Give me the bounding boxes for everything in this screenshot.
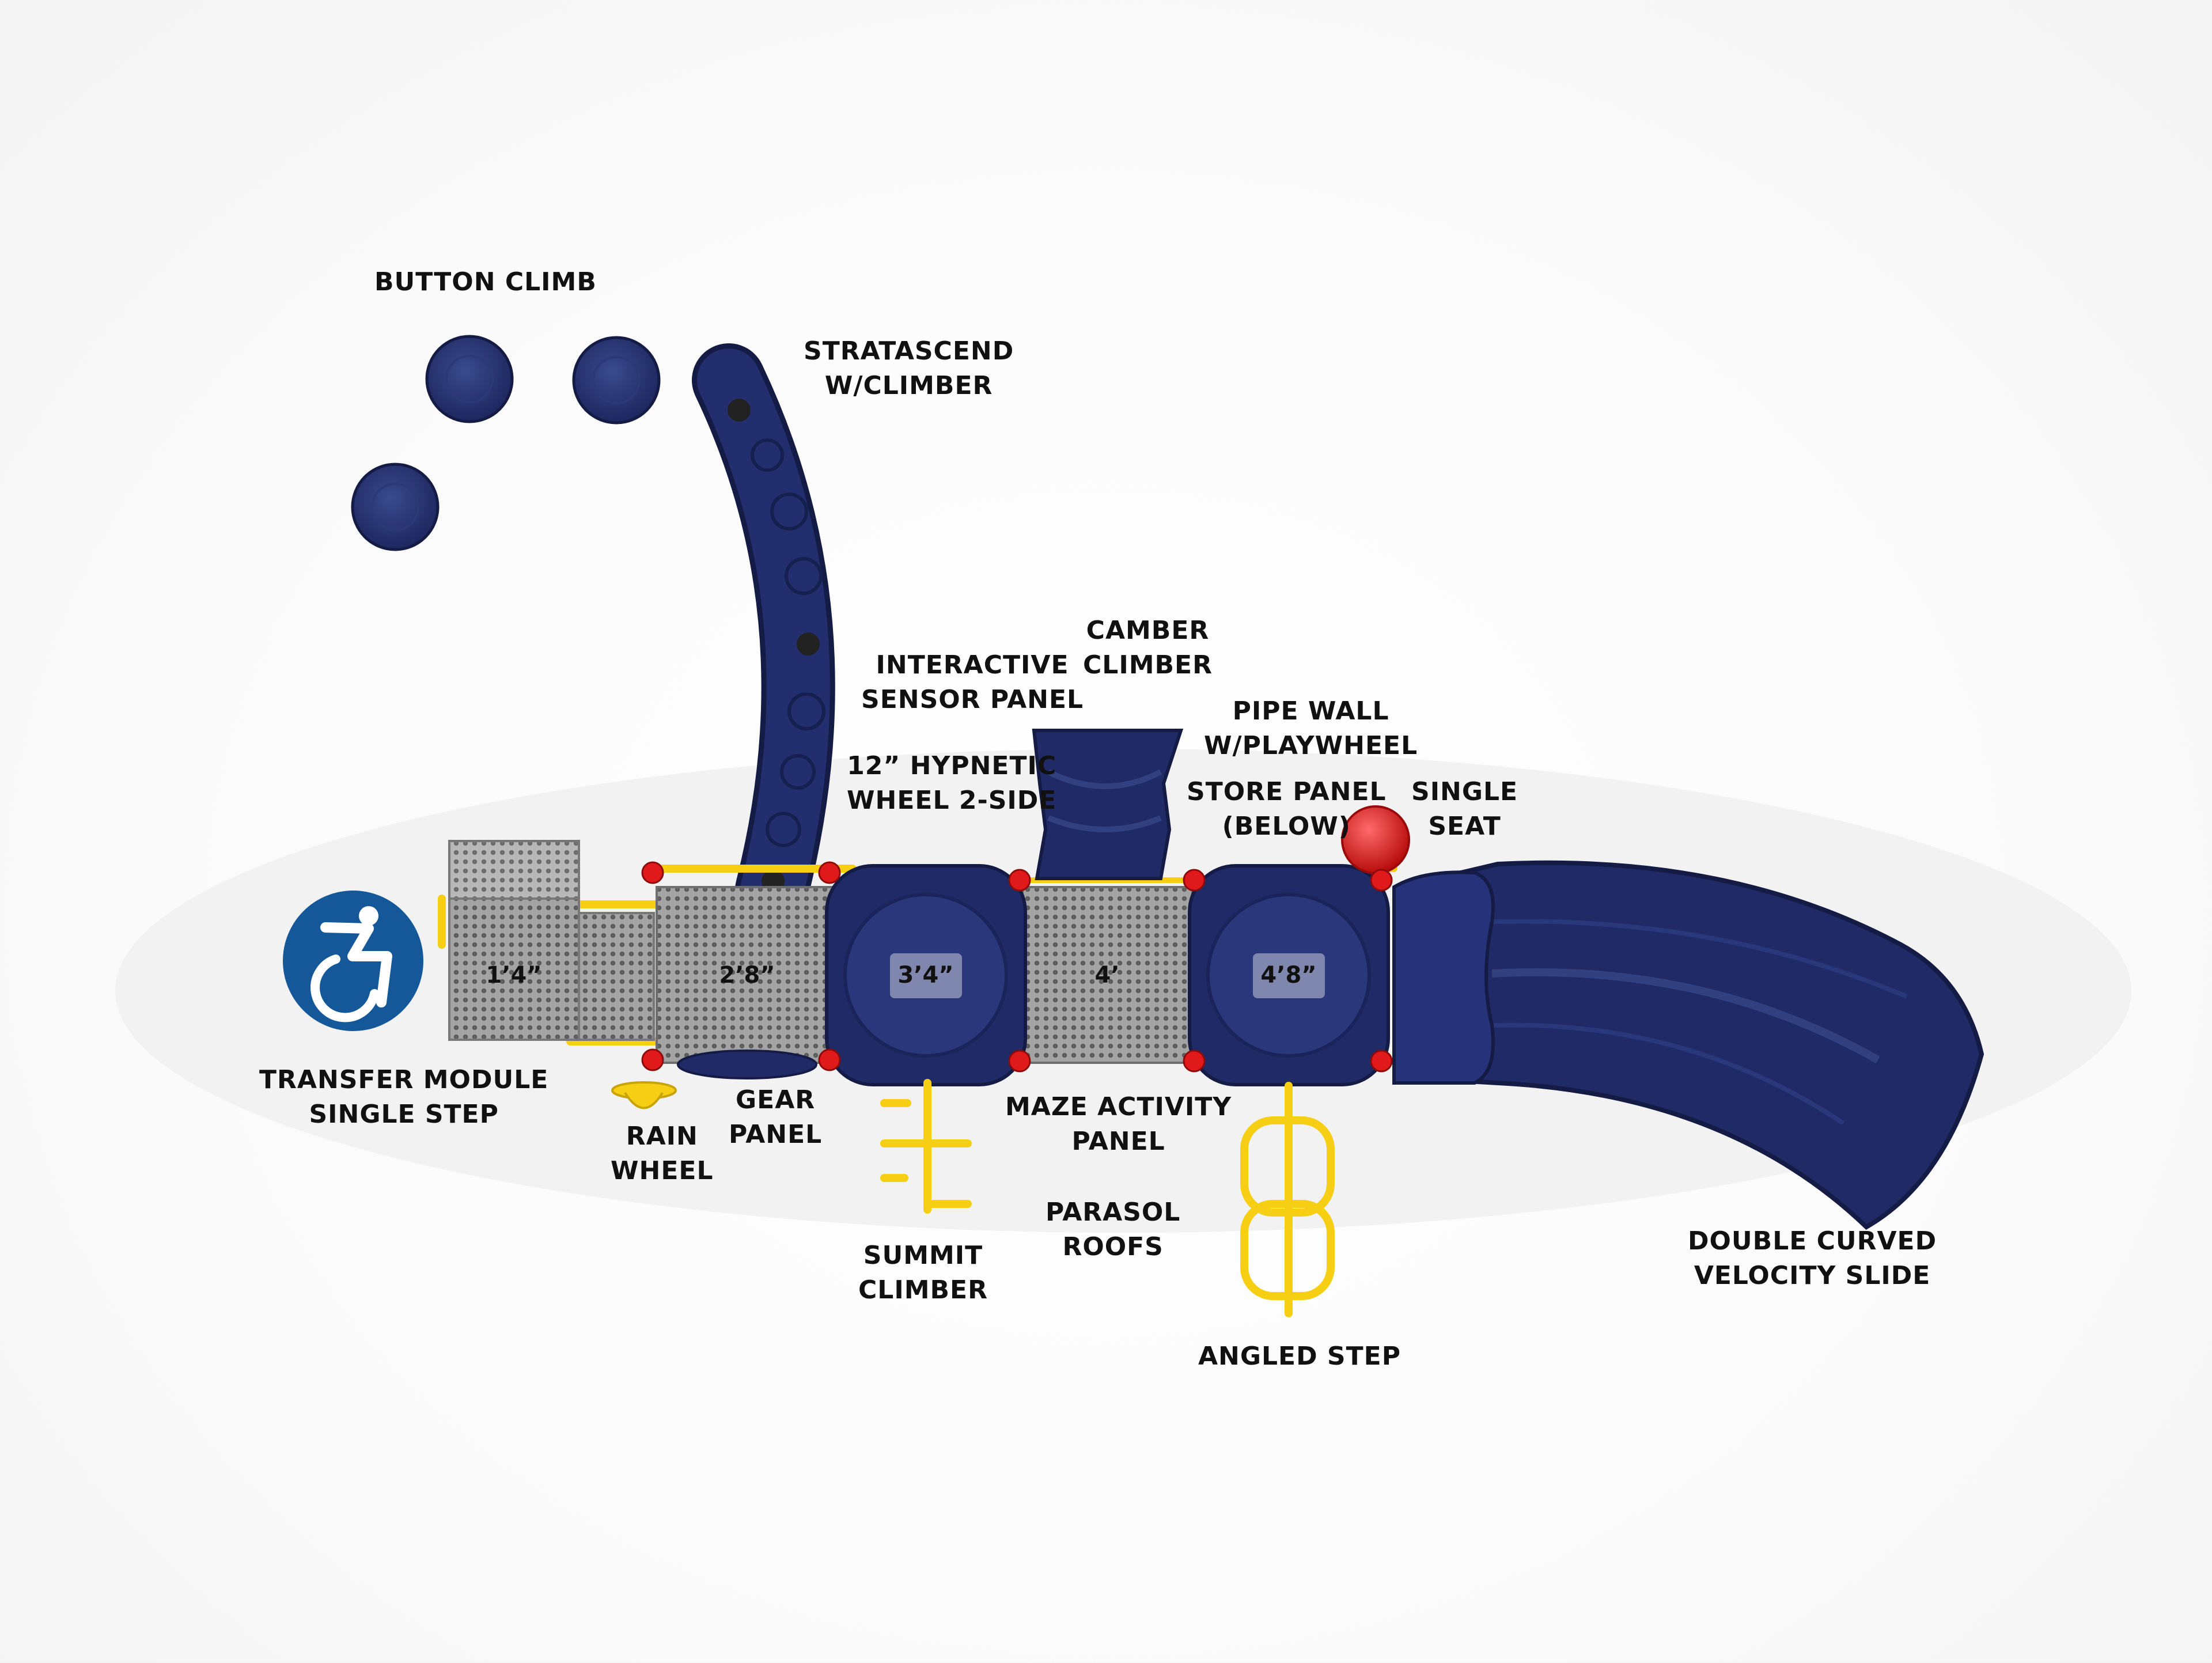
- label-line: DOUBLE CURVED: [1688, 1226, 1937, 1256]
- angled-step-label: ANGLED STEP: [1198, 1339, 1401, 1374]
- maze-activity-panel-label: MAZE ACTIVITY PANEL: [1005, 1090, 1232, 1159]
- parasol-roof-3-4: [825, 864, 1027, 1086]
- deck-height-label: 3’4”: [897, 962, 953, 988]
- rain-wheel: [611, 1081, 677, 1109]
- red-clamps: [641, 861, 1393, 1073]
- label-line: ANGLED STEP: [1198, 1342, 1401, 1371]
- store-panel-label: STORE PANEL (BELOW): [1187, 775, 1387, 844]
- label-line: PANEL: [729, 1120, 823, 1149]
- label-line: STRATASCEND: [804, 336, 1014, 366]
- deck-height-label: 4’8”: [1260, 962, 1316, 988]
- hypnetic-wheel-label: 12” HYPNETIC WHEEL 2-SIDE: [847, 749, 1056, 818]
- climber-bolt: [797, 632, 820, 656]
- label-line: STORE PANEL: [1187, 777, 1387, 806]
- camber-climber: [1032, 729, 1184, 880]
- camber-climber-label: CAMBER CLIMBER: [1083, 613, 1213, 683]
- label-line: WHEEL 2-SIDE: [847, 786, 1057, 815]
- parasol-roofs-label: PARASOL ROOFS: [1046, 1195, 1180, 1264]
- label-line: SEAT: [1428, 812, 1501, 841]
- label-line: ROOFS: [1062, 1232, 1164, 1262]
- label-line: RAIN: [626, 1122, 698, 1151]
- label-line: 12” HYPNETIC: [847, 751, 1057, 781]
- stratascend-label: STRATASCEND W/CLIMBER: [804, 334, 1014, 403]
- summit-climber-label: SUMMIT CLIMBER: [858, 1238, 988, 1308]
- label-line: VELOCITY SLIDE: [1694, 1261, 1931, 1290]
- gear-panel: [677, 1050, 817, 1079]
- label-line: W/PLAYWHEEL: [1204, 731, 1418, 760]
- label-line: SINGLE: [1411, 777, 1518, 806]
- label-line: CAMBER: [1086, 616, 1210, 645]
- label-line: SENSOR PANEL: [861, 685, 1084, 714]
- rain-wheel-label: RAIN WHEEL: [611, 1119, 714, 1188]
- button-climb-disc: [425, 335, 514, 423]
- label-line: MAZE ACTIVITY: [1005, 1092, 1232, 1122]
- label-line: WHEEL: [611, 1156, 714, 1185]
- parasol-roof-4-8: [1188, 864, 1390, 1086]
- climber-bolt: [728, 399, 751, 422]
- gear-panel-label: GEAR PANEL: [729, 1083, 822, 1152]
- label-line: INTERACTIVE: [876, 650, 1069, 680]
- label-line: BUTTON CLIMB: [374, 267, 597, 297]
- label-line: W/CLIMBER: [824, 371, 993, 400]
- label-line: PANEL: [1071, 1127, 1165, 1156]
- button-climb: [351, 335, 661, 551]
- single-seat-label: SINGLE SEAT: [1411, 775, 1518, 844]
- label-line: (BELOW): [1222, 812, 1351, 841]
- transfer-module: [448, 840, 655, 1041]
- deck-height-label: 2’8”: [719, 962, 775, 988]
- label-line: SINGLE STEP: [309, 1100, 499, 1129]
- pipe-wall-label: PIPE WALL W/PLAYWHEEL: [1204, 694, 1418, 763]
- deck-height-label: 1’4”: [486, 962, 541, 988]
- deck-height-label: 4’: [1094, 962, 1119, 988]
- angled-step: [1240, 1082, 1335, 1317]
- wheelchair-accessible-icon: [283, 891, 423, 1031]
- label-line: CLIMBER: [858, 1275, 988, 1305]
- label-line: TRANSFER MODULE: [259, 1065, 549, 1094]
- label-line: GEAR: [736, 1085, 816, 1115]
- label-line: SUMMIT: [863, 1241, 983, 1270]
- interactive-sensor-panel-label: INTERACTIVE SENSOR PANEL: [861, 648, 1084, 717]
- label-line: CLIMBER: [1083, 650, 1213, 680]
- double-curved-velocity-slide: [1392, 860, 1984, 1230]
- summit-climber: [880, 1079, 972, 1214]
- velocity-slide-label: DOUBLE CURVED VELOCITY SLIDE: [1688, 1224, 1937, 1293]
- transfer-module-label: TRANSFER MODULE SINGLE STEP: [259, 1063, 548, 1132]
- button-climb-disc: [351, 463, 440, 551]
- button-climb-label: BUTTON CLIMB: [374, 265, 597, 300]
- label-line: PARASOL: [1046, 1198, 1181, 1227]
- button-climb-disc: [572, 336, 661, 425]
- label-line: PIPE WALL: [1232, 696, 1389, 726]
